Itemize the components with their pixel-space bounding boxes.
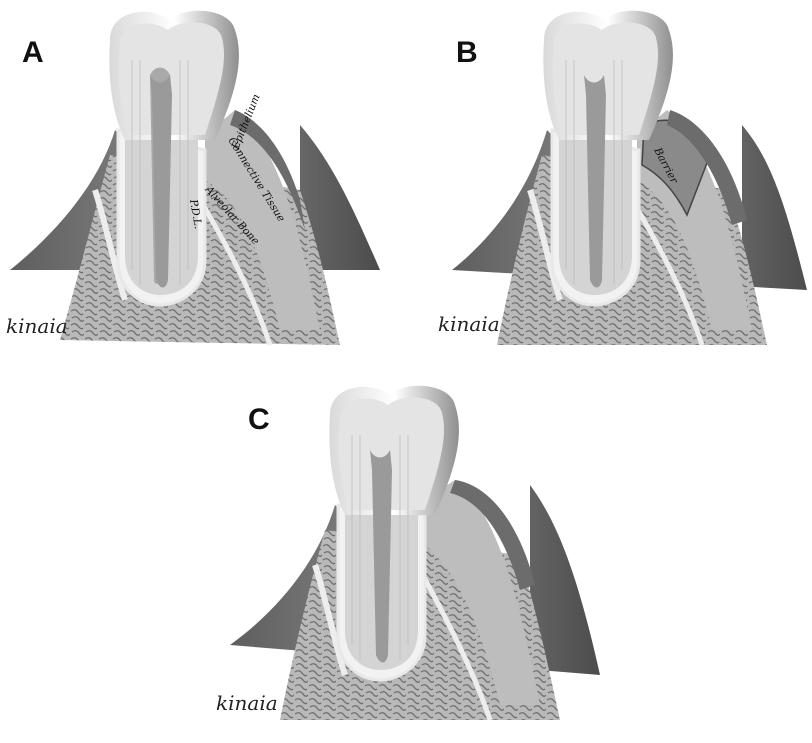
panel-letter-a: A [22,38,44,68]
artist-signature-c: kinaia [216,693,278,713]
panel-b: B Barrier k [412,0,812,370]
panel-letter-c: C [248,405,270,435]
tooth-illustration-c [210,375,610,743]
panel-letter-b: B [456,38,478,68]
panel-c: C kinaia [210,375,610,743]
artist-signature-a: kinaia [6,316,68,336]
panel-a: A [0,0,400,370]
artist-signature-b: kinaia [438,314,500,334]
